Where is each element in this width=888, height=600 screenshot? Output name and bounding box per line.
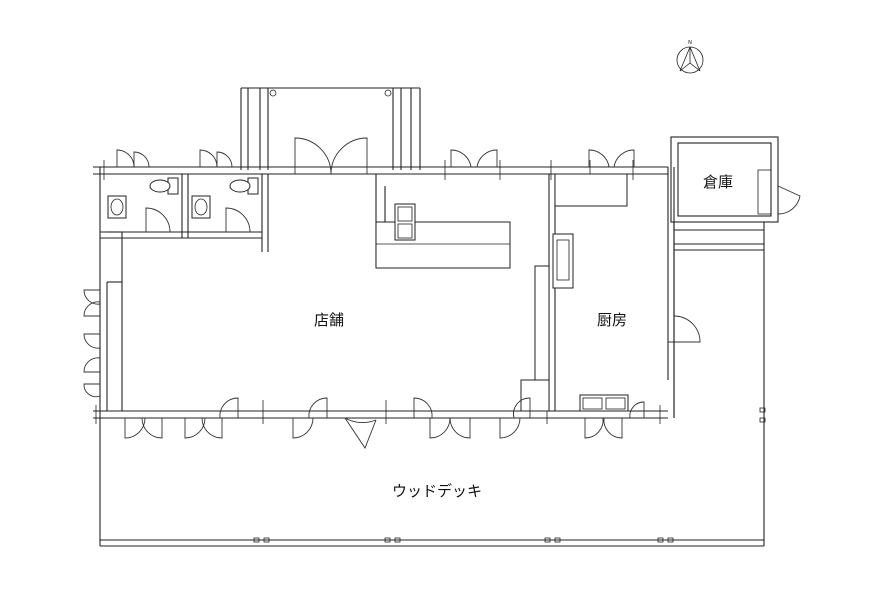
kitchen-sink-icon: [552, 233, 574, 289]
toilet-icon: [149, 177, 179, 195]
north-compass-icon: N: [676, 40, 704, 74]
kitchen-fixtures: [520, 173, 629, 412]
top-wall-doors: [450, 149, 635, 168]
door-icon: [450, 149, 472, 168]
restrooms: [100, 149, 269, 252]
column-icon: [384, 89, 392, 97]
kitchen-double-sink-icon: [579, 394, 629, 412]
restroom-door-icon: [225, 207, 251, 233]
bar-sink-icon: [394, 203, 416, 241]
bottom-wall-doors: [124, 397, 645, 449]
restroom-door-icon: [145, 207, 171, 233]
door-icon: [588, 149, 610, 168]
room-label-storage: 倉庫: [703, 173, 733, 191]
entrance-porch: [240, 87, 421, 170]
storage-room: [670, 136, 801, 251]
room-label-shop: 店舗: [314, 311, 344, 329]
compass-north-label: N: [688, 40, 692, 46]
door-icon: [199, 149, 218, 168]
kitchen-shelf: [554, 173, 628, 207]
door-icon: [116, 149, 135, 168]
left-side-doors: [83, 289, 101, 398]
bar-counter: [375, 186, 511, 269]
column-icon: [269, 89, 277, 97]
deck-door-icon: [344, 417, 377, 449]
kitchen-side-door-icon: [668, 315, 701, 343]
room-label-deck: ウッドデッキ: [392, 482, 482, 500]
toilet-icon: [229, 177, 259, 195]
wood-deck: [99, 250, 766, 547]
entrance-double-door-icon: [294, 137, 368, 175]
room-label-kitchen: 厨房: [597, 311, 627, 329]
storage-door-icon: [777, 185, 801, 215]
